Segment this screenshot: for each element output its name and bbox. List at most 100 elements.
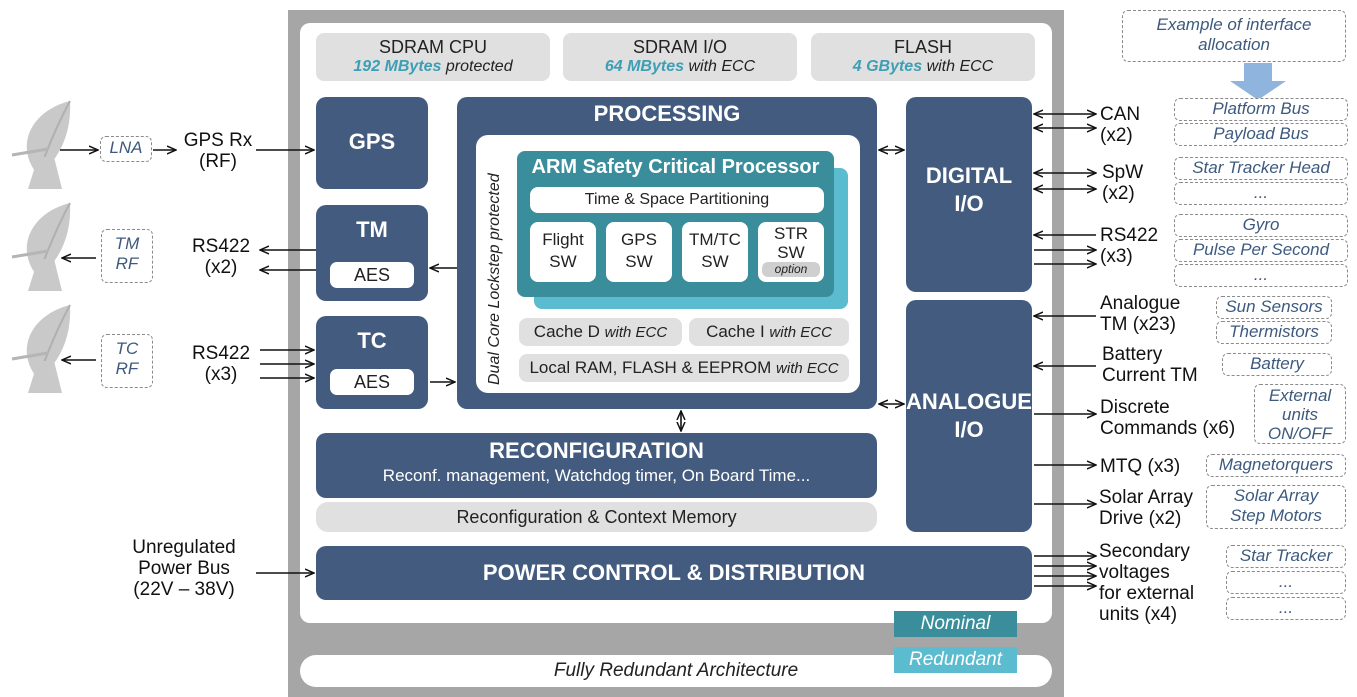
tm-block: TM AES [316,205,428,301]
discrete-line2: Commands (x6) [1100,418,1236,439]
partitioning-bar: Time & Space Partitioning [530,187,824,213]
rs422-tc-label: RS422(x3) [186,343,256,385]
power-bus-line2: Power Bus [138,558,230,579]
tm-title: TM [356,217,388,242]
alloc-battery: Battery [1222,353,1332,376]
secondary-line2: voltages [1099,562,1170,583]
sw-gps-line1: GPS [621,230,657,249]
flash-amount: 4 GBytes [852,58,923,75]
example-line2: allocation [1198,35,1270,54]
analogue-io-title: ANALOGUE I/O [906,388,1032,444]
sdram-io-note: with ECC [688,58,756,75]
gps-block: GPS [316,97,428,189]
analogue-io-block: ANALOGUE I/O [906,300,1032,532]
secondary-line4: units (x4) [1099,604,1178,625]
flash-note: with ECC [926,58,994,75]
legend-nominal: Nominal [894,611,1017,637]
tm-rf-line2: RF [115,254,139,273]
flash-box: FLASH 4 GBytes with ECC [811,33,1035,81]
rs422-right-label: RS422(x3) [1100,225,1158,267]
rs422-tc-line1: RS422 [191,343,251,364]
cache-i-ecc: with ECC [769,324,832,341]
alloc-gyro: Gyro [1174,214,1348,237]
reconf-subtitle: Reconf. management, Watchdog timer, On B… [382,466,811,485]
digital-io-line2: I/O [954,191,984,216]
analogue-io-line2: I/O [954,417,984,442]
discrete-line1: Discrete [1100,397,1170,418]
allocation-arrow-icon [1230,63,1286,100]
cache-d: Cache D with ECC [519,318,682,346]
cache-d-label: Cache D [533,322,600,341]
arm-title: ARM Safety Critical Processor [531,156,820,178]
alloc-rs422-more: ... [1174,264,1348,287]
alloc-star-tracker: Star Tracker [1226,545,1346,568]
gps-rx-line1: GPS Rx [183,130,253,151]
rs422-tc-line2: (x3) [204,364,238,385]
cache-i: Cache I with ECC [689,318,849,346]
cache-d-ecc: with ECC [604,324,668,341]
sw-tmtc-line2: SW [701,252,729,271]
flash-title: FLASH [893,37,953,57]
power-bus-line3: (22V – 38V) [133,579,235,600]
alloc-secondary-more-2: ... [1226,597,1346,620]
sw-flight-line1: Flight [542,230,584,249]
alloc-external-line3: ON/OFF [1267,424,1333,443]
reconf-memory: Reconfiguration & Context Memory [316,502,877,532]
cache-i-label: Cache I [706,322,765,341]
alloc-spw-more: ... [1174,182,1348,205]
sdram-io-amount: 64 MBytes [604,58,684,75]
rs422-tm-line1: RS422 [191,236,251,257]
sw-str-line1: STR [774,224,808,243]
battery-tm-line2: Current TM [1102,365,1198,386]
tm-antenna-icon [11,202,71,291]
alloc-star-tracker-head: Star Tracker Head [1174,157,1348,180]
alloc-solar-line2: Step Motors [1230,506,1322,525]
can-line2: (x2) [1100,125,1133,146]
power-title: POWER CONTROL & DISTRIBUTION [482,560,866,585]
gps-rx-label: GPS Rx(RF) [178,130,258,172]
power-block: POWER CONTROL & DISTRIBUTION [316,546,1032,600]
analogue-io-line1: ANALOGUE [906,389,1032,414]
alloc-external-line2: units [1282,405,1318,424]
mtq-label: MTQ (x3) [1100,456,1181,477]
alloc-thermistors: Thermistors [1216,321,1332,344]
solar-line1: Solar Array [1099,487,1193,508]
alloc-solar-line1: Solar Array [1233,486,1319,505]
alloc-magnetorquers: Magnetorquers [1206,454,1346,477]
can-label: CAN(x2) [1100,104,1140,146]
tc-rf-line1: TC [115,339,139,358]
spw-line2: (x2) [1102,183,1135,204]
tc-antenna-icon [11,304,71,393]
digital-io-line1: DIGITAL [925,163,1013,188]
rs422-tm-line2: (x2) [204,257,238,278]
digital-io-title: DIGITAL I/O [906,162,1032,218]
alloc-secondary-more-1: ... [1226,571,1346,594]
tc-block: TC AES [316,316,428,409]
local-ram: Local RAM, FLASH & EEPROM with ECC [519,354,849,382]
sdram-cpu-box: SDRAM CPU 192 MBytes protected [316,33,550,81]
example-line1: Example of interface [1156,15,1312,34]
local-ram-ecc: with ECC [776,360,839,377]
tm-aes: AES [330,262,414,288]
alloc-sun-sensors: Sun Sensors [1216,296,1332,319]
local-ram-label: Local RAM, FLASH & EEPROM [529,358,772,377]
reconf-title: RECONFIGURATION [489,438,704,463]
sdram-cpu-amount: 192 MBytes [353,58,442,75]
battery-tm-line1: Battery [1102,344,1163,365]
sw-gps: GPS SW [606,222,672,282]
sw-gps-line2: SW [625,252,653,271]
alloc-payload-bus: Payload Bus [1174,123,1348,146]
